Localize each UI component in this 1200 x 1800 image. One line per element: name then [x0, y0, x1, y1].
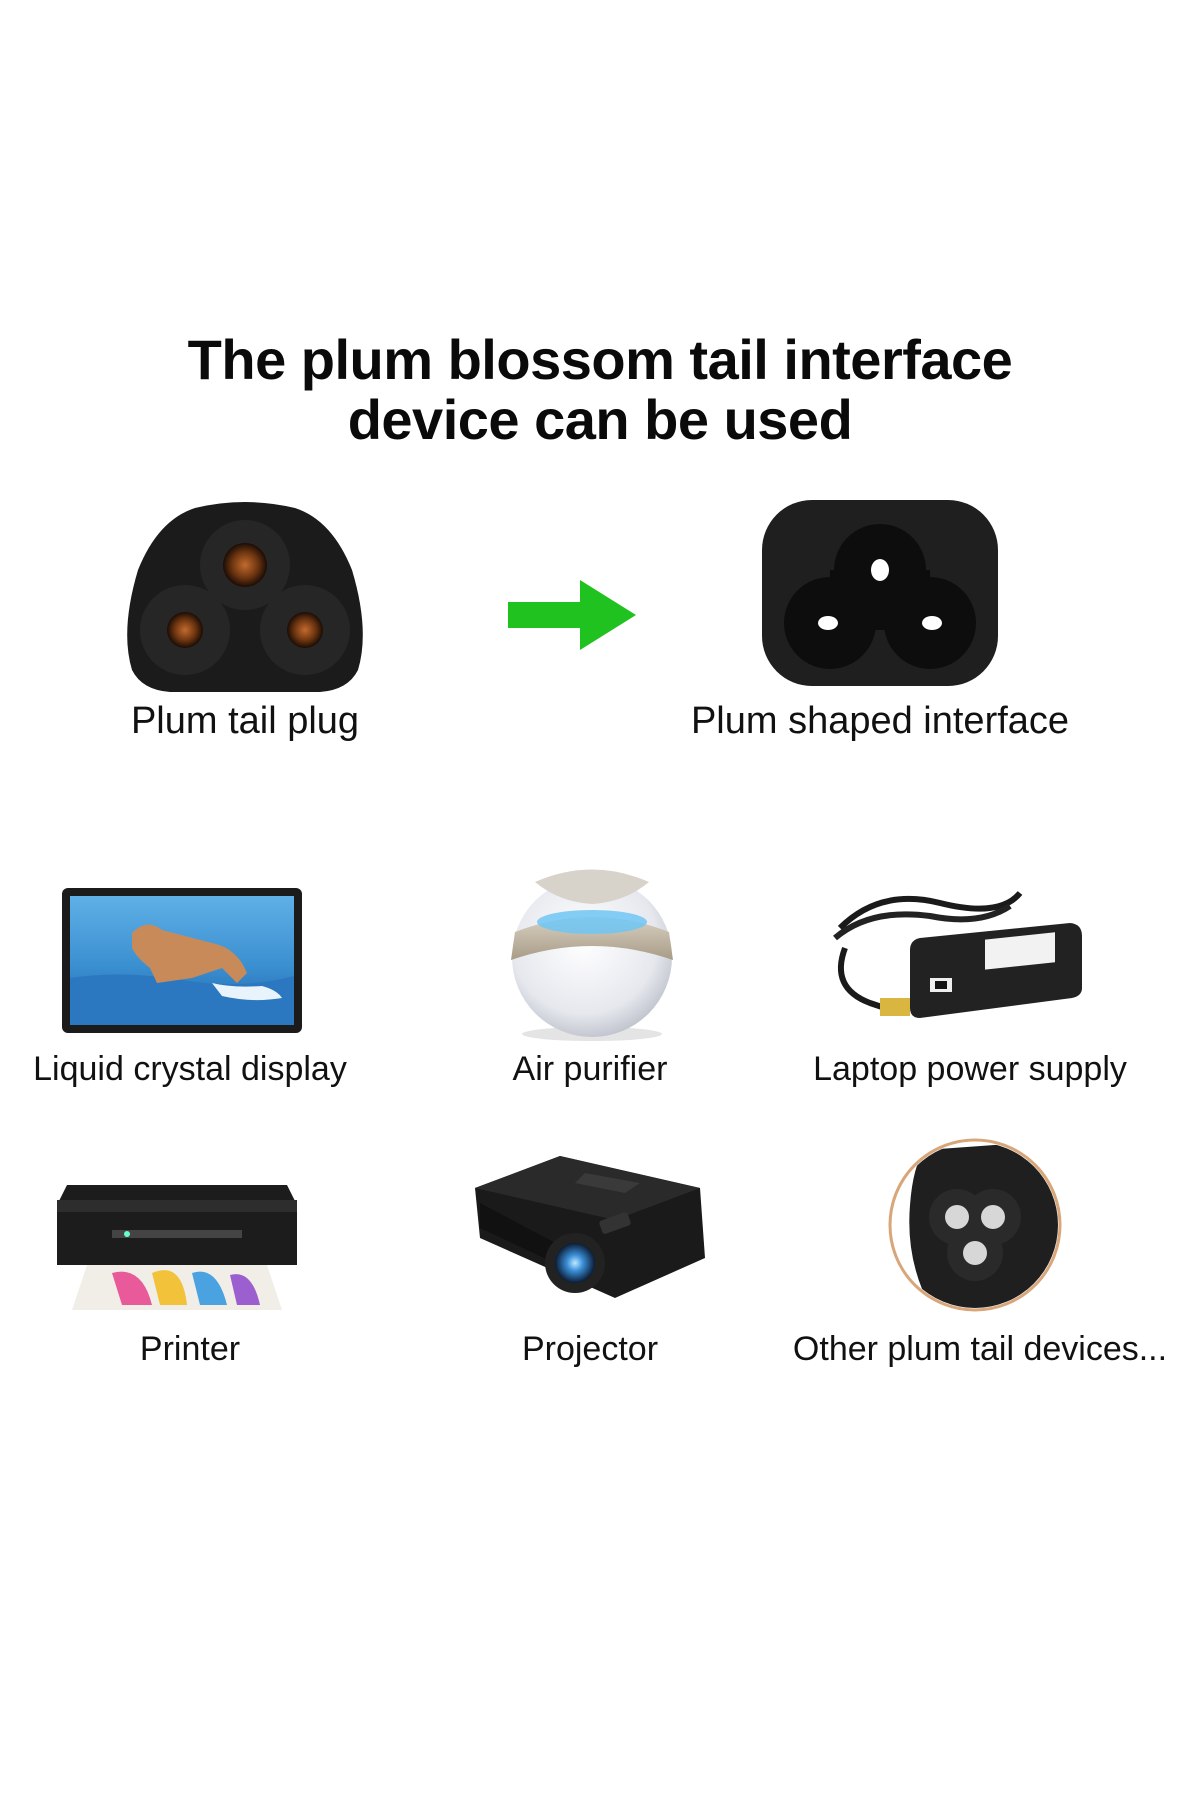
plum-shaped-interface-label: Plum shaped interface	[690, 700, 1070, 742]
plum-tail-plug-label: Plum tail plug	[130, 700, 360, 742]
plum-shaped-interface-icon	[760, 498, 1000, 688]
devices.2.icon	[810, 878, 1090, 1038]
title-line-1: The plum blossom tail interface	[187, 328, 1013, 391]
plum-tail-plug-icon	[120, 500, 370, 695]
devices.0.icon	[62, 888, 302, 1033]
devices.5.icon	[885, 1135, 1065, 1315]
devices.1.icon	[505, 862, 680, 1042]
device-label-printer: Printer	[139, 1330, 241, 1368]
devices.3.icon	[52, 1165, 302, 1315]
device-label-laptop-power-supply: Laptop power supply	[813, 1050, 1127, 1088]
device-label-projector: Projector	[521, 1330, 659, 1368]
device-label-air-purifier: Air purifier	[512, 1050, 668, 1088]
arrow-right-icon	[508, 580, 638, 650]
device-label-other-devices: Other plum tail devices...	[792, 1330, 1168, 1368]
devices.4.icon	[465, 1148, 710, 1308]
title-line-2: device can be used	[347, 388, 853, 451]
page-title: The plum blossom tail interface device c…	[0, 330, 1200, 450]
device-label-lcd: Liquid crystal display	[33, 1050, 347, 1088]
